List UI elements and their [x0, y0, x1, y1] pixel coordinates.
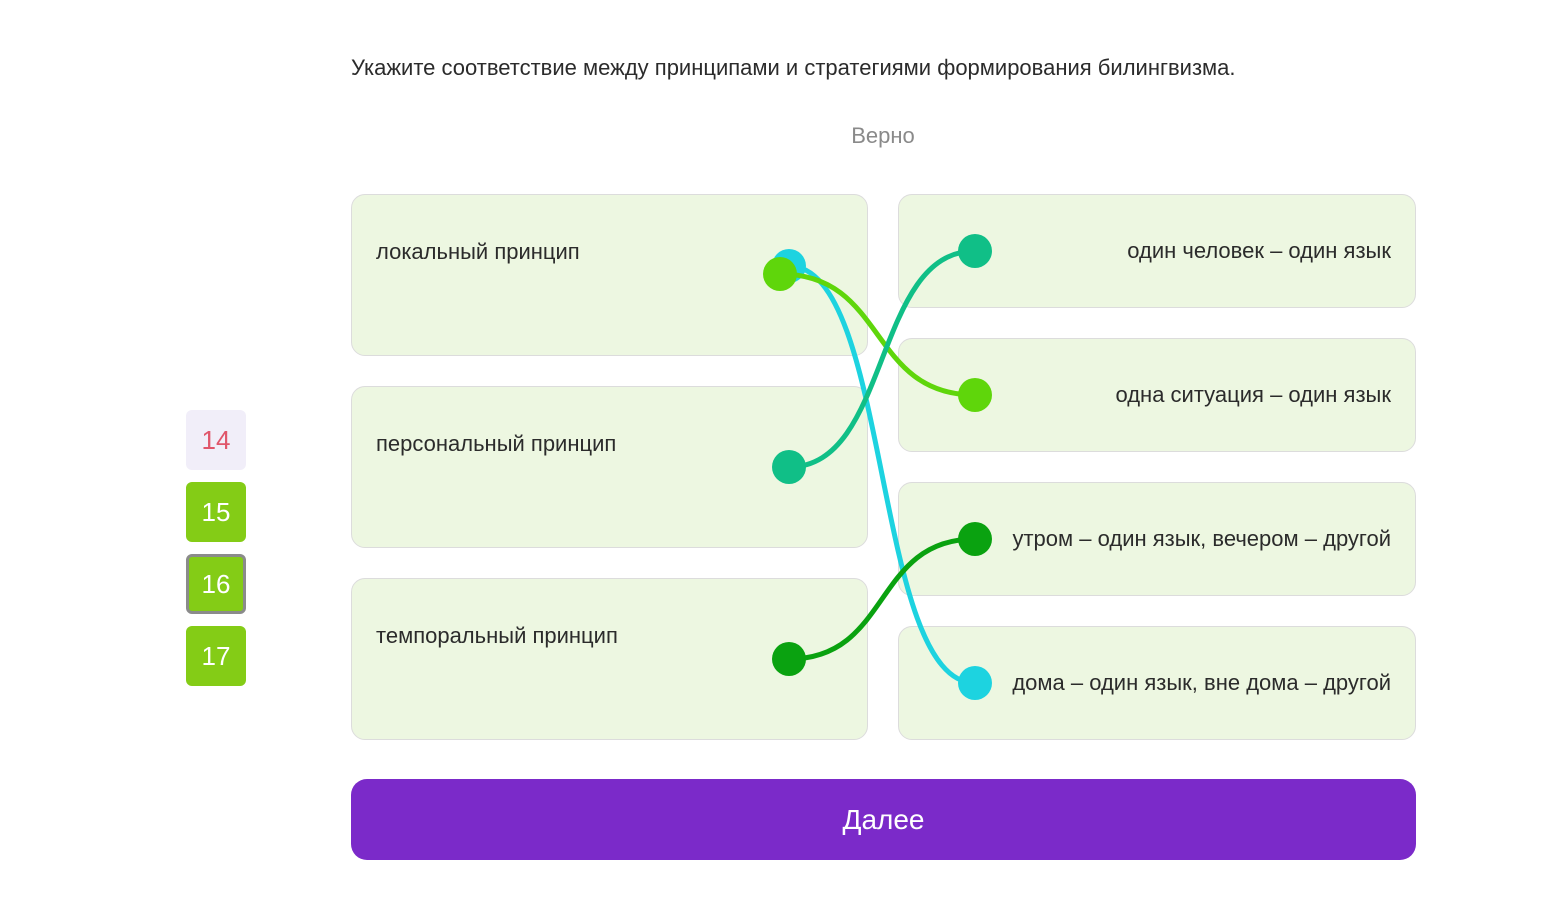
- left-card-temporal[interactable]: темпоральный принцип: [351, 578, 868, 740]
- right-card-morning-evening[interactable]: утром – один язык, вечером – другой: [898, 482, 1416, 596]
- question-text: Укажите соответствие между принципами и …: [351, 55, 1236, 80]
- right-card-label: одна ситуация – один язык: [1115, 382, 1391, 407]
- right-card-one-person[interactable]: один человек – один язык: [898, 194, 1416, 308]
- answer-status: Верно: [851, 123, 915, 148]
- nav-question-17[interactable]: 17: [186, 626, 246, 686]
- question-nav: 14 15 16 17: [186, 410, 246, 698]
- left-card-personal[interactable]: персональный принцип: [351, 386, 868, 548]
- nav-question-15[interactable]: 15: [186, 482, 246, 542]
- left-card-label: персональный принцип: [376, 431, 617, 456]
- left-card-label: темпоральный принцип: [376, 623, 618, 648]
- right-card-home-outside[interactable]: дома – один язык, вне дома – другой: [898, 626, 1416, 740]
- next-button[interactable]: Далее: [351, 779, 1416, 860]
- right-card-label: один человек – один язык: [1127, 238, 1391, 263]
- nav-question-16[interactable]: 16: [186, 554, 246, 614]
- right-card-label: утром – один язык, вечером – другой: [1012, 526, 1391, 551]
- right-card-label: дома – один язык, вне дома – другой: [1012, 670, 1391, 695]
- nav-question-14[interactable]: 14: [186, 410, 246, 470]
- left-card-local[interactable]: локальный принцип: [351, 194, 868, 356]
- right-card-one-situation[interactable]: одна ситуация – один язык: [898, 338, 1416, 452]
- left-card-label: локальный принцип: [376, 239, 580, 264]
